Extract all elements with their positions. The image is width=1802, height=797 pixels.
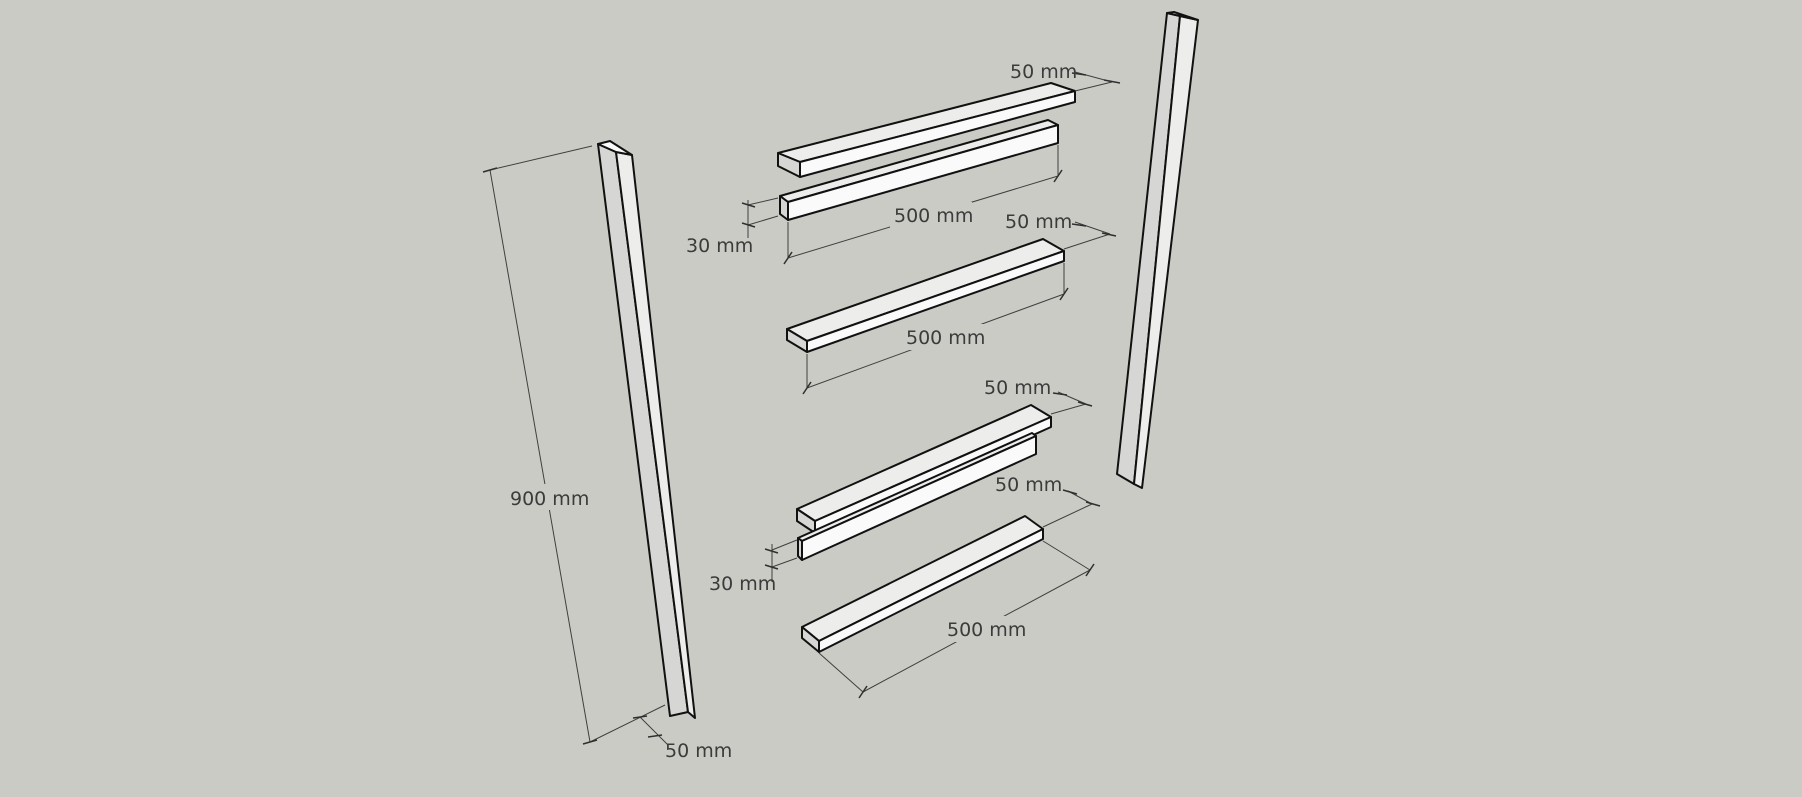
dimension-lower-rail-a-width: 50 mm <box>984 377 1093 415</box>
left-post[interactable] <box>597 140 696 719</box>
dimension-middle-rail-length: 500 mm <box>802 263 1069 395</box>
label-middle-rail-length: 500 mm <box>906 327 985 349</box>
dimension-post-height: 900 mm <box>482 145 666 745</box>
label-post-width: 50 mm <box>665 740 732 762</box>
dimension-top-rail-thickness: 30 mm <box>686 197 779 257</box>
label-lower-rail-length: 500 mm <box>947 619 1026 641</box>
top-rail-a[interactable] <box>777 82 1076 178</box>
label-middle-rail-width: 50 mm <box>1005 211 1072 233</box>
dimension-middle-rail-width: 50 mm <box>1005 211 1117 250</box>
dimension-lower-rail-thickness: 30 mm <box>709 539 798 595</box>
middle-rail[interactable] <box>786 238 1065 353</box>
label-lower-rail-thickness: 30 mm <box>709 573 776 595</box>
dimension-lower-rail-c-width: 50 mm <box>995 474 1101 528</box>
lower-rail-b[interactable] <box>797 432 1037 561</box>
label-top-rail-width: 50 mm <box>1010 61 1077 83</box>
dimension-top-rail-width: 50 mm <box>1010 61 1121 92</box>
lower-rail-c[interactable] <box>801 515 1044 653</box>
dimension-post-width: 50 mm <box>632 715 732 762</box>
label-lower-rail-c-width: 50 mm <box>995 474 1062 496</box>
right-post[interactable] <box>1116 11 1199 489</box>
label-top-rail-thickness: 30 mm <box>686 235 753 257</box>
dimension-top-rail-length: 500 mm <box>783 145 1063 265</box>
dimension-lower-rail-length: 500 mm <box>818 540 1095 699</box>
label-top-rail-length: 500 mm <box>894 205 973 227</box>
label-post-height: 900 mm <box>510 488 589 510</box>
lower-rail-a[interactable] <box>796 404 1052 534</box>
top-rail-b[interactable] <box>779 119 1059 221</box>
label-lower-rail-a-width: 50 mm <box>984 377 1051 399</box>
